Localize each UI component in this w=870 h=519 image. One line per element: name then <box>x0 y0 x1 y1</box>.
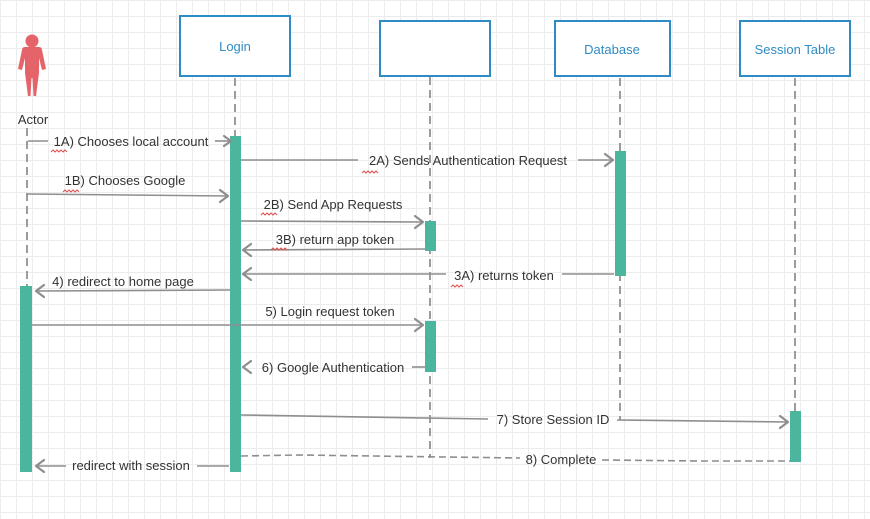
participant-session-label: Session Table <box>755 42 836 57</box>
message-2b: 2B) Send App Requests <box>240 197 425 230</box>
message-3b-label: 3B) return app token <box>276 232 395 247</box>
message-2b-label: 2B) Send App Requests <box>264 197 403 212</box>
message-5-label: 5) Login request token <box>265 304 394 319</box>
message-3b: 3B) return app token <box>241 232 426 258</box>
message-8-label: 8) Complete <box>526 452 597 467</box>
actor-label: Actor <box>18 112 49 127</box>
message-3a-label: 3A) returns token <box>454 268 554 283</box>
activation-login <box>230 136 241 472</box>
message-9: redirect with session <box>34 458 229 474</box>
activation-database <box>615 151 626 276</box>
participant-login-label: Login <box>219 39 251 54</box>
message-2a-label: 2A) Sends Authentication Request <box>369 153 567 168</box>
message-4: 4) redirect to home page <box>34 274 231 299</box>
participant-session-table[interactable]: Session Table <box>739 20 851 77</box>
message-3a: 3A) returns token <box>241 266 614 288</box>
message-7-label: 7) Store Session ID <box>497 412 610 427</box>
activation-api-1 <box>425 221 436 251</box>
message-1b-label: 1B) Chooses Google <box>65 173 186 188</box>
participant-database[interactable]: Database <box>554 20 671 77</box>
message-9-label: redirect with session <box>72 458 190 473</box>
message-4-label: 4) redirect to home page <box>52 274 194 289</box>
participant-database-label: Database <box>584 42 640 57</box>
message-1a: 1A) Chooses local account <box>28 134 233 153</box>
actor[interactable]: Actor <box>18 34 49 128</box>
message-7: 7) Store Session ID <box>240 412 790 430</box>
message-6-label: 6) Google Authentication <box>262 360 404 375</box>
message-5: 5) Login request token <box>32 304 425 333</box>
activation-actor <box>20 286 32 472</box>
message-8: 8) Complete <box>240 452 790 467</box>
message-2a: 2A) Sends Authentication Request <box>241 152 615 174</box>
activation-session <box>790 411 801 462</box>
message-1a-label: 1A) Chooses local account <box>54 134 209 149</box>
participant-api[interactable] <box>379 20 491 77</box>
message-6: 6) Google Authentication <box>241 359 425 375</box>
message-1b: 1B) Chooses Google <box>26 173 230 204</box>
participant-login[interactable]: Login <box>179 15 291 77</box>
activation-api-2 <box>425 321 436 372</box>
person-icon <box>18 34 46 96</box>
